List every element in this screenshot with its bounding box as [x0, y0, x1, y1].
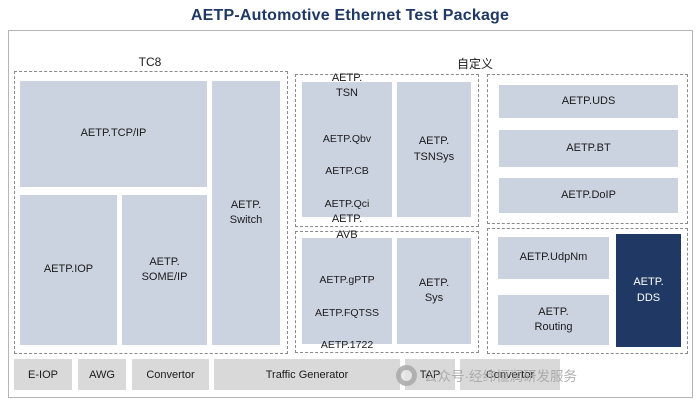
- diagram-frame: [8, 30, 693, 398]
- block-aetp-tsnsys: AETP. TSNSys: [397, 82, 471, 217]
- block-eiop: E-IOP: [14, 359, 72, 390]
- block-sub-item: AETP.1722: [320, 339, 374, 352]
- block-aetp-tcpip: AETP.TCP/IP: [20, 81, 207, 187]
- group-label-tc8: TC8: [138, 55, 162, 69]
- group-avb-border: [295, 231, 479, 353]
- block-aetp-uds: AETP.UDS: [499, 85, 678, 118]
- block-aetp-udpnm: AETP.UdpNm: [498, 237, 609, 279]
- block-sub-item: AETP.gPTP: [319, 274, 375, 287]
- watermark-text: 公众号·经纬恒润研发服务: [424, 369, 577, 384]
- block-convertor-1: Convertor: [132, 359, 209, 390]
- block-aetp-routing: AETP. Routing: [498, 295, 609, 345]
- block-title: AETP. TSN: [331, 71, 363, 100]
- block-awg: AWG: [78, 359, 126, 390]
- block-aetp-someip: AETP. SOME/IP: [122, 195, 207, 345]
- block-aetp-sys: AETP. Sys: [397, 238, 471, 344]
- block-convertor-2: Convertor: [460, 359, 560, 390]
- block-aetp-iop: AETP.IOP: [20, 195, 117, 345]
- block-aetp-bt: AETP.BT: [499, 130, 678, 167]
- group-nm-border: [487, 228, 688, 354]
- block-sub-items: AETP.gPTP AETP.FQTSS AETP.1722: [315, 256, 379, 370]
- group-label-custom: 自定义: [456, 57, 493, 71]
- block-title: AETP. AVB: [331, 213, 363, 241]
- page-title: AETP-Automotive Ethernet Test Package: [190, 7, 510, 24]
- group-tsn-border: [295, 74, 479, 227]
- block-aetp-dds: AETP. DDS: [616, 234, 681, 347]
- block-sub-item: AETP.FQTSS: [315, 306, 379, 319]
- block-sub-item: AETP.Qci: [324, 197, 370, 210]
- group-tc8-border: [14, 71, 288, 354]
- block-aetp-avb: AETP. AVB AETP.gPTP AETP.FQTSS AETP.1722: [302, 213, 392, 351]
- block-aetp-doip: AETP.DoIP: [499, 178, 678, 213]
- watermark-logo-icon: [396, 364, 417, 386]
- block-sub-items: AETP.Qbv AETP.CB AETP.Qci: [323, 114, 371, 228]
- watermark: 公众号·经纬恒润研发服务: [396, 363, 577, 387]
- block-sub-item: AETP.CB: [325, 165, 369, 178]
- block-traffic-generator: Traffic Generator: [214, 359, 400, 390]
- block-aetp-switch: AETP. Switch: [212, 81, 280, 345]
- block-aetp-tsn: AETP. TSN AETP.Qbv AETP.CB AETP.Qci: [302, 72, 392, 217]
- group-diag-border: [487, 74, 688, 224]
- block-sub-item: AETP.Qbv: [322, 132, 372, 145]
